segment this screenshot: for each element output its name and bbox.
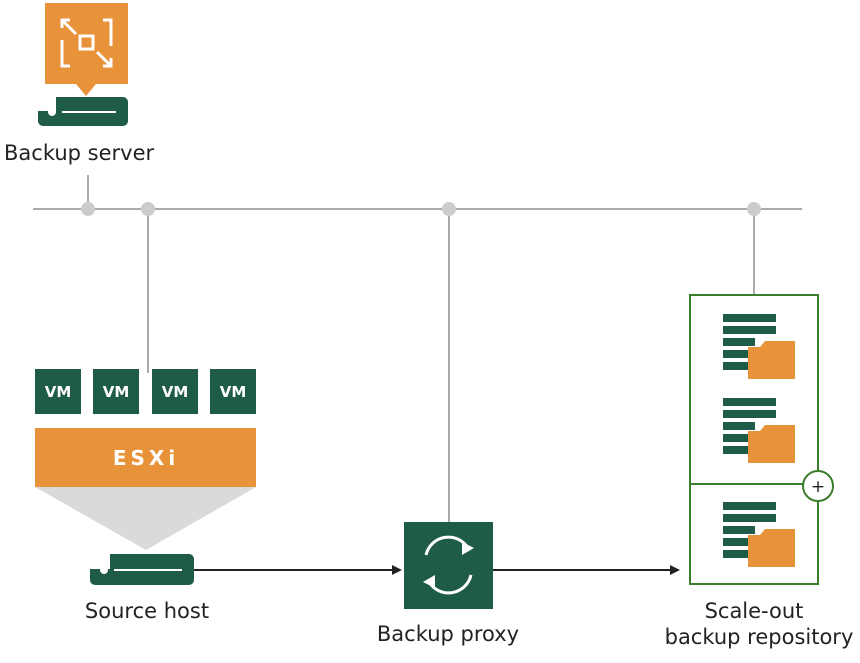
source-host-label: Source host xyxy=(85,599,209,623)
bus-node xyxy=(442,202,456,216)
backup-server-icon xyxy=(38,3,128,126)
bus-node xyxy=(81,202,95,216)
bus-node xyxy=(747,202,761,216)
add-extent-symbol: + xyxy=(811,477,825,497)
backup-proxy-icon xyxy=(404,522,493,609)
repository-extent-icon xyxy=(723,314,795,379)
scale-out-label-line1: Scale-out xyxy=(705,599,804,623)
vm-tile: VM xyxy=(35,369,81,414)
esxi-label: ESXi xyxy=(113,446,179,470)
source-host-icon xyxy=(90,554,194,585)
add-extent-icon: + xyxy=(802,470,834,502)
vm-label: VM xyxy=(103,383,130,401)
vm-label: VM xyxy=(45,383,72,401)
scale-out-label-line2: backup repository xyxy=(665,625,854,649)
vm-tile: VM xyxy=(152,369,198,414)
vm-tile: VM xyxy=(210,369,256,414)
esxi-bar xyxy=(35,428,256,487)
backup-server-label: Backup server xyxy=(4,141,154,165)
esxi-cone xyxy=(35,487,256,550)
vm-label: VM xyxy=(220,383,247,401)
repository-extent-icon xyxy=(723,398,795,463)
vm-label: VM xyxy=(162,383,189,401)
vm-tile: VM xyxy=(93,369,139,414)
backup-proxy-label: Backup proxy xyxy=(377,622,519,646)
bus-node xyxy=(141,202,155,216)
repository-extent-icon xyxy=(723,502,795,567)
